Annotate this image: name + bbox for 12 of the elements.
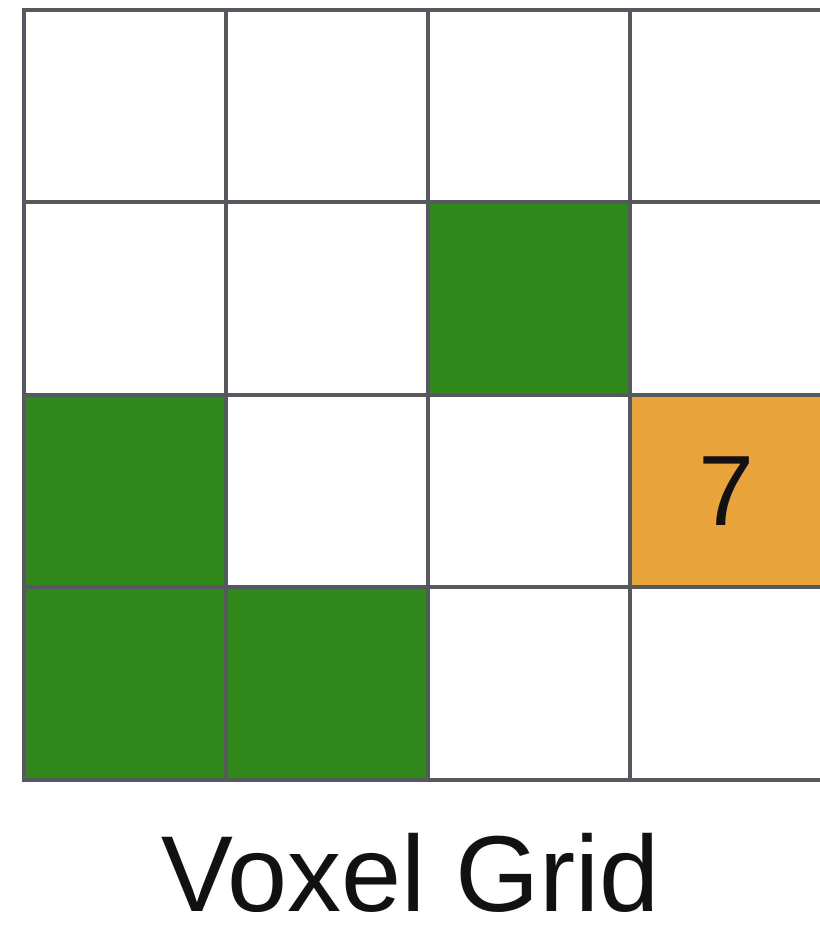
voxel-cell bbox=[628, 8, 820, 200]
cell-number: 7 bbox=[698, 441, 754, 541]
voxel-cell bbox=[22, 8, 224, 200]
labeled-voxel bbox=[628, 393, 820, 585]
occupied-voxel bbox=[22, 393, 224, 585]
occupied-voxel bbox=[224, 585, 426, 782]
voxel-cell bbox=[426, 585, 628, 782]
caption: Voxel Grid bbox=[160, 815, 660, 934]
occupied-voxel bbox=[426, 200, 628, 393]
occupied-voxel bbox=[22, 585, 224, 782]
voxel-cell bbox=[628, 585, 820, 782]
voxel-cell bbox=[224, 8, 426, 200]
